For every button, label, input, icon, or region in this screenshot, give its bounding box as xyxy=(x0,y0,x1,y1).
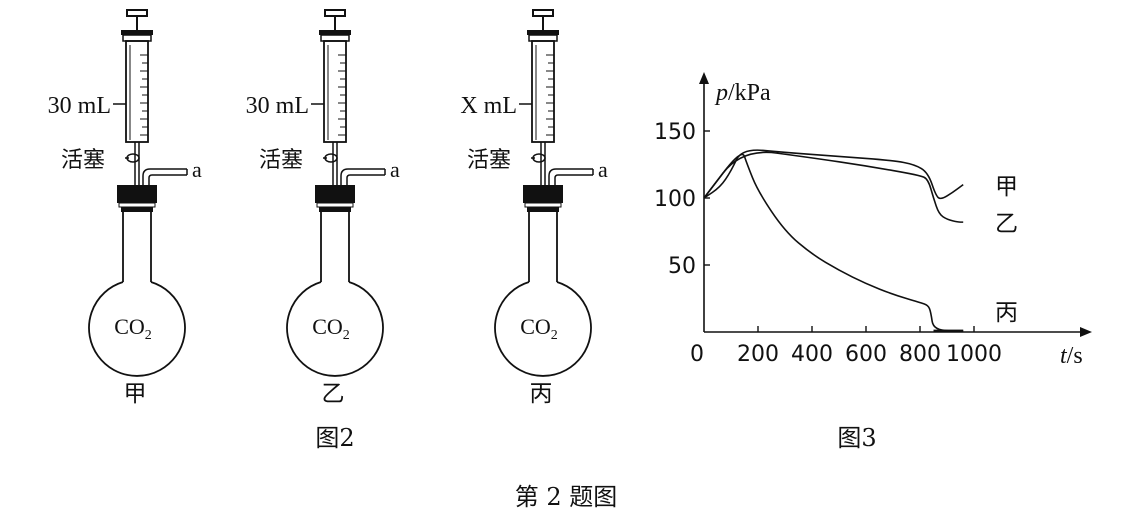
y-tick-label: 100 xyxy=(654,187,696,212)
x-tick-label: 800 xyxy=(899,342,941,367)
series-label: 丙 xyxy=(995,300,1018,326)
series-line xyxy=(703,153,964,332)
outlet-label: a xyxy=(192,157,202,182)
x-tick-label: 400 xyxy=(791,342,833,367)
y-tick-label: 50 xyxy=(668,254,696,279)
series-label: 甲 xyxy=(995,174,1018,200)
flask-content-label: CO2 xyxy=(114,314,152,343)
x-axis-arrow-icon xyxy=(1080,327,1092,337)
x-tick-label: 1000 xyxy=(946,342,1002,367)
series-label-group: 甲乙丙 xyxy=(995,174,1018,326)
y-axis-title: p/kPa xyxy=(714,80,771,106)
y-tick-label: 150 xyxy=(654,120,696,145)
x-axis-title: t/s xyxy=(1060,343,1083,369)
stopcock-label: 活塞 xyxy=(61,148,105,173)
series-line xyxy=(703,151,964,223)
figure2-caption: 图2 xyxy=(315,424,354,452)
apparatus-yi: 30 mL 活塞 a CO2 乙 xyxy=(246,9,400,407)
syringe-volume-label: X mL xyxy=(460,93,517,119)
main-caption: 第 2 题图 xyxy=(515,483,618,511)
flask-content-label: CO2 xyxy=(312,314,350,343)
y-axis-arrow-icon xyxy=(699,72,709,84)
x-tick-label: 200 xyxy=(737,342,779,367)
series-group xyxy=(703,149,964,332)
flask-content-label: CO2 xyxy=(520,314,558,343)
figure3-caption: 图3 xyxy=(837,424,876,452)
series-label: 乙 xyxy=(995,211,1018,237)
stopcock-label: 活塞 xyxy=(259,148,303,173)
x-tick-label: 600 xyxy=(845,342,887,367)
syringe-volume-label: 30 mL xyxy=(48,93,111,119)
stopcock-label: 活塞 xyxy=(467,148,511,173)
apparatus-name: 乙 xyxy=(322,381,345,407)
outlet-label: a xyxy=(598,157,608,182)
apparatus-bing: X mL 活塞 a CO2 丙 xyxy=(460,9,608,407)
syringe-volume-label: 30 mL xyxy=(246,93,309,119)
origin-label: 0 xyxy=(690,342,704,367)
apparatus-jia: 30 mL 活塞 a CO2 甲 xyxy=(48,9,202,407)
apparatus-name: 甲 xyxy=(124,381,147,407)
outlet-label: a xyxy=(390,157,400,182)
apparatus-name: 丙 xyxy=(530,381,553,407)
series-line xyxy=(703,149,964,200)
